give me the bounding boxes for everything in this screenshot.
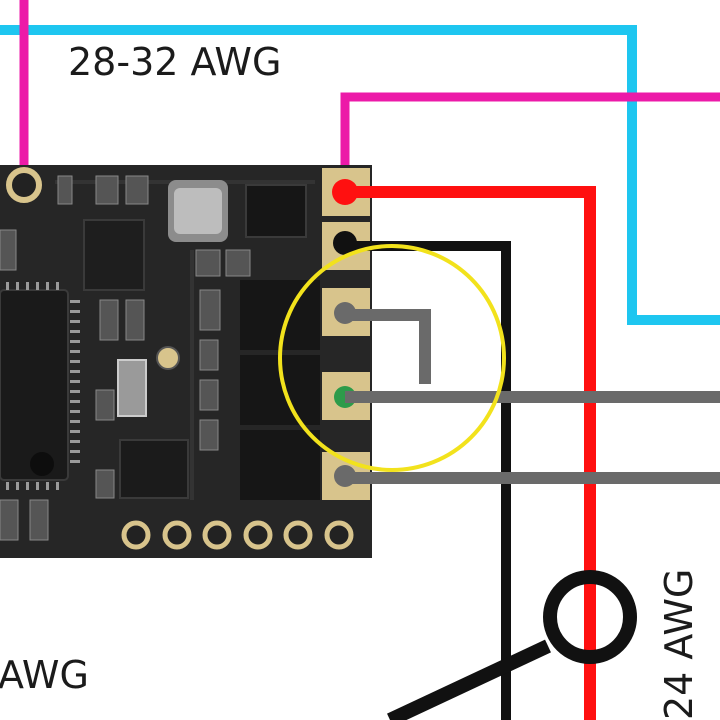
mcu-chip <box>0 289 69 481</box>
red-wire-solder-joint <box>332 179 358 205</box>
magenta-wire-right <box>340 92 720 190</box>
red-wire <box>345 186 596 720</box>
bottom-pad-row <box>121 520 354 550</box>
gauge-callout-leader <box>387 639 551 720</box>
gauge-label-top: 28-32 AWG <box>68 40 281 84</box>
gauge-label-left: AWG <box>0 653 89 697</box>
gauge-callout-circle <box>543 570 637 664</box>
highlight-circle <box>278 244 506 472</box>
flight-controller-board <box>0 165 372 558</box>
gauge-label-right: 24 AWG <box>657 569 701 720</box>
cyan-wire <box>0 25 720 325</box>
left-solder-pad <box>6 167 42 203</box>
grey-wire-upper <box>345 309 431 384</box>
